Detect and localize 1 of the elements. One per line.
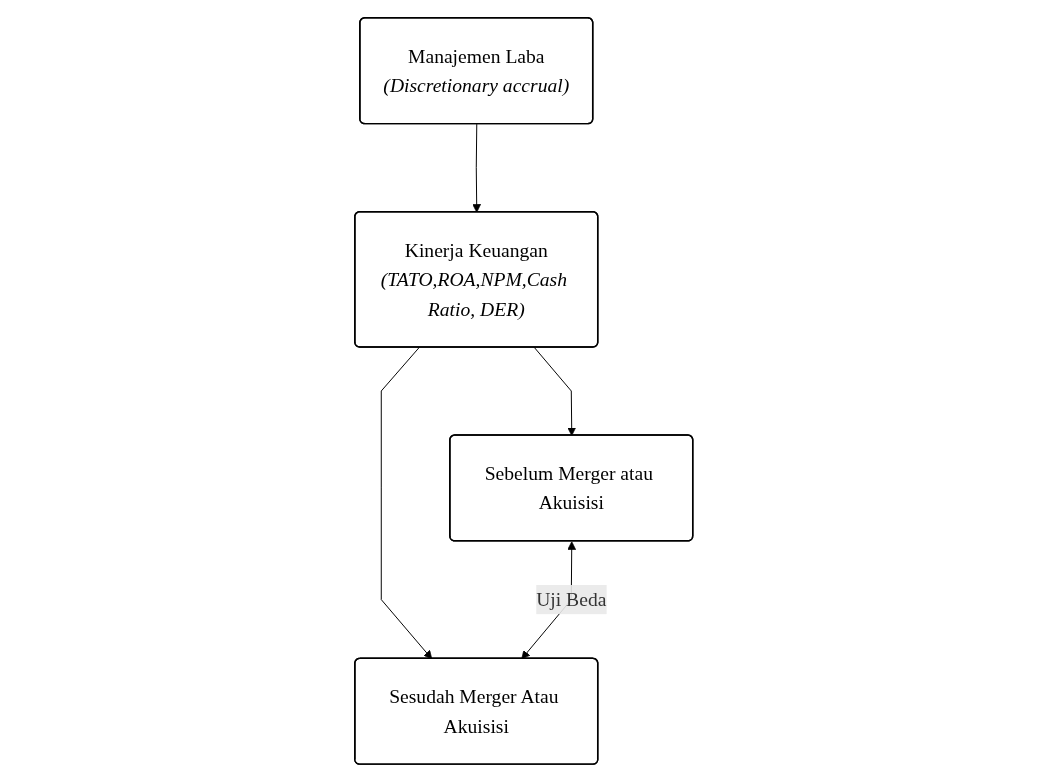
edge-label: Uji Beda xyxy=(536,588,607,611)
